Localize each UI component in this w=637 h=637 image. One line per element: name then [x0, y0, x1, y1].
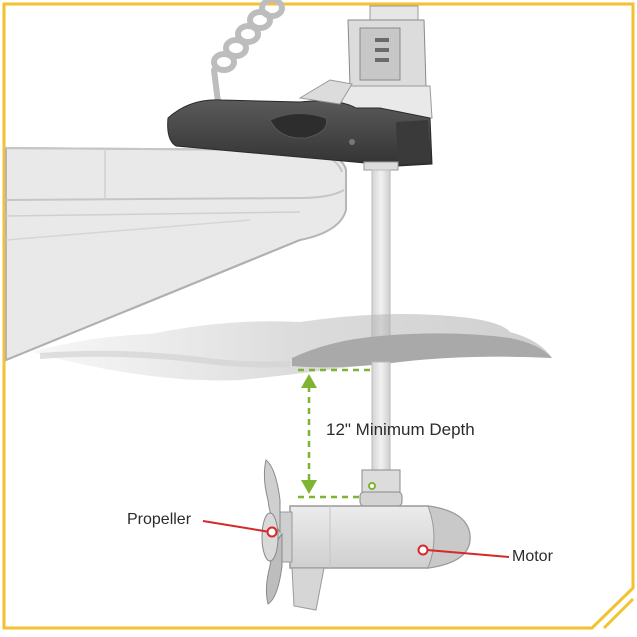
- motor-label: Motor: [512, 549, 553, 565]
- shaft-collar-icon: [360, 470, 402, 506]
- steering-head-icon: [330, 6, 432, 118]
- propeller-label: Propeller: [127, 512, 191, 528]
- motor-body-illustration: [290, 506, 470, 610]
- lower-shaft: [372, 362, 390, 472]
- coiled-cable-icon: [214, 0, 282, 102]
- minimum-depth-label: 12" Minimum Depth: [326, 421, 475, 438]
- water-surface-illustration: [32, 314, 552, 380]
